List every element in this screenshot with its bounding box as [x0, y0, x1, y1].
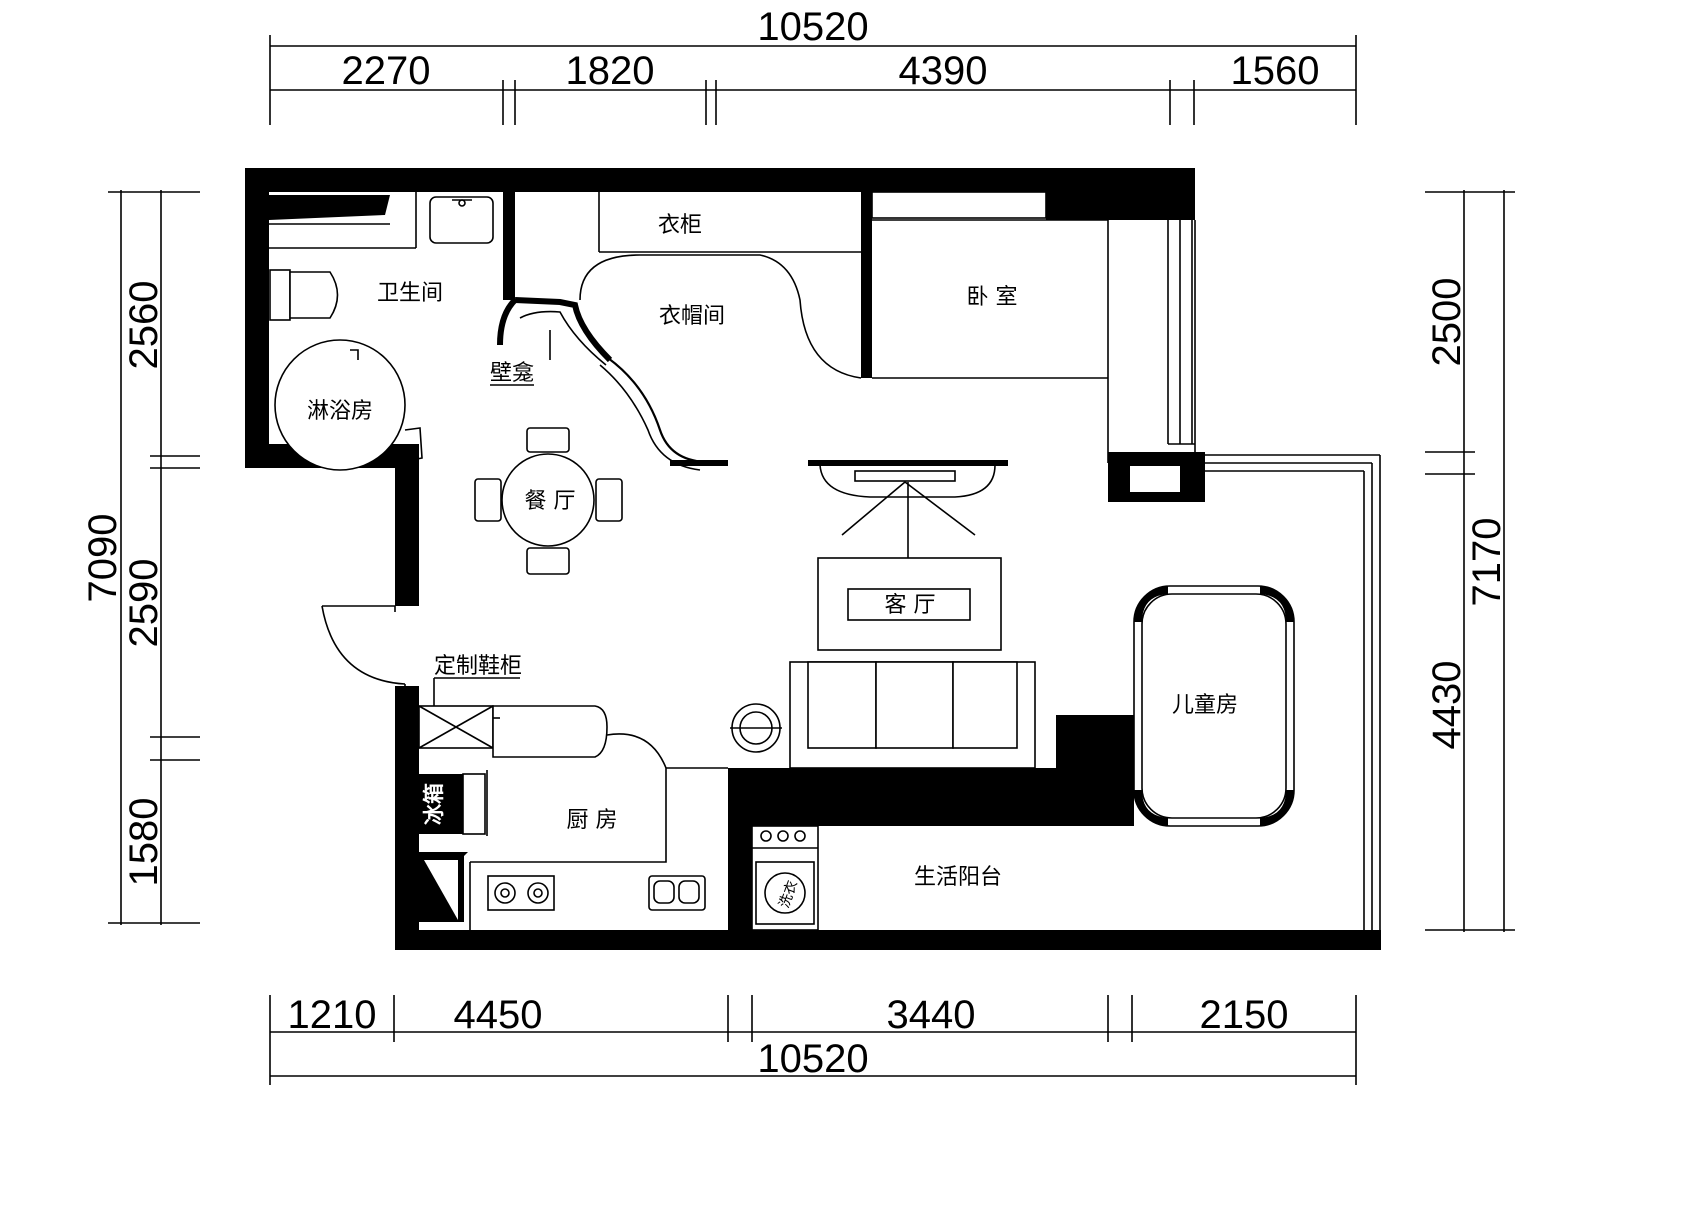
dim-left-seg-1: 2560 — [122, 281, 166, 370]
top-dimensions: 10520 2270 1820 4390 1560 — [269, 5, 1357, 125]
dim-bottom-seg-2: 4450 — [454, 993, 543, 1037]
walls — [245, 168, 1381, 950]
dim-left-total: 7090 — [81, 514, 125, 603]
side-table — [730, 703, 782, 753]
left-dimensions: 7090 2560 2590 1580 — [81, 190, 200, 925]
entry-door — [321, 605, 406, 690]
dim-bottom-total: 10520 — [757, 1037, 868, 1081]
dim-right-total: 7170 — [1465, 518, 1509, 607]
label-cloakroom: 衣帽间 — [659, 304, 725, 329]
fridge: 冰箱 — [419, 773, 486, 835]
kitchen-sink — [648, 875, 706, 911]
dining-table: 餐 厅 — [474, 427, 623, 575]
label-bedroom: 卧 室 — [967, 285, 1018, 310]
dim-bottom-seg-4: 2150 — [1200, 993, 1289, 1037]
dim-top-seg-3: 4390 — [899, 49, 988, 93]
dim-top-seg-4: 1560 — [1231, 49, 1320, 93]
dim-top-total: 10520 — [757, 5, 868, 49]
shower-enclosure — [274, 339, 423, 471]
label-dining: 餐 厅 — [525, 489, 576, 514]
living-room: 客 厅 — [730, 464, 1036, 769]
kitchen: 冰箱 厨 房 — [419, 705, 728, 930]
dim-bottom-seg-3: 3440 — [887, 993, 976, 1037]
toilet — [269, 269, 339, 321]
balcony-railing — [1194, 220, 1381, 935]
label-bathroom: 卫生间 — [377, 281, 443, 306]
right-dimensions: 2500 7170 4430 — [1425, 190, 1515, 932]
bottom-dimensions: 1210 4450 3440 2150 10520 — [269, 993, 1357, 1085]
label-kitchen: 厨 房 — [567, 808, 618, 833]
bathroom: 卫生间 淋浴房 — [269, 192, 494, 471]
stove — [487, 875, 555, 911]
label-niche: 壁龛 — [490, 361, 534, 386]
bedroom: 卧 室 — [871, 191, 1195, 463]
label-living: 客 厅 — [885, 593, 936, 618]
cloakroom: 壁龛 衣柜 衣帽间 — [490, 192, 862, 471]
bathroom-sink — [429, 196, 494, 244]
shoe-cabinet: 定制鞋柜 — [418, 654, 522, 749]
label-wardrobe: 衣柜 — [658, 213, 702, 238]
dim-left-seg-3: 1580 — [122, 798, 166, 887]
dim-right-seg-2: 4430 — [1425, 661, 1469, 750]
label-service-balcony: 生活阳台 — [914, 865, 1002, 890]
label-kids-room: 儿童房 — [1172, 693, 1238, 718]
dim-left-seg-2: 2590 — [122, 559, 166, 648]
label-fridge: 冰箱 — [421, 783, 446, 825]
service-balcony: 洗衣 生活阳台 — [739, 825, 1002, 931]
dim-top-seg-2: 1820 — [566, 49, 655, 93]
label-shower: 淋浴房 — [307, 399, 373, 424]
sofa — [789, 661, 1036, 769]
dim-bottom-seg-1: 1210 — [288, 993, 377, 1037]
dim-top-seg-1: 2270 — [342, 49, 431, 93]
dim-right-seg-1: 2500 — [1425, 278, 1469, 367]
kids-room: 儿童房 — [1133, 585, 1295, 827]
label-shoe-cabinet: 定制鞋柜 — [434, 654, 522, 679]
